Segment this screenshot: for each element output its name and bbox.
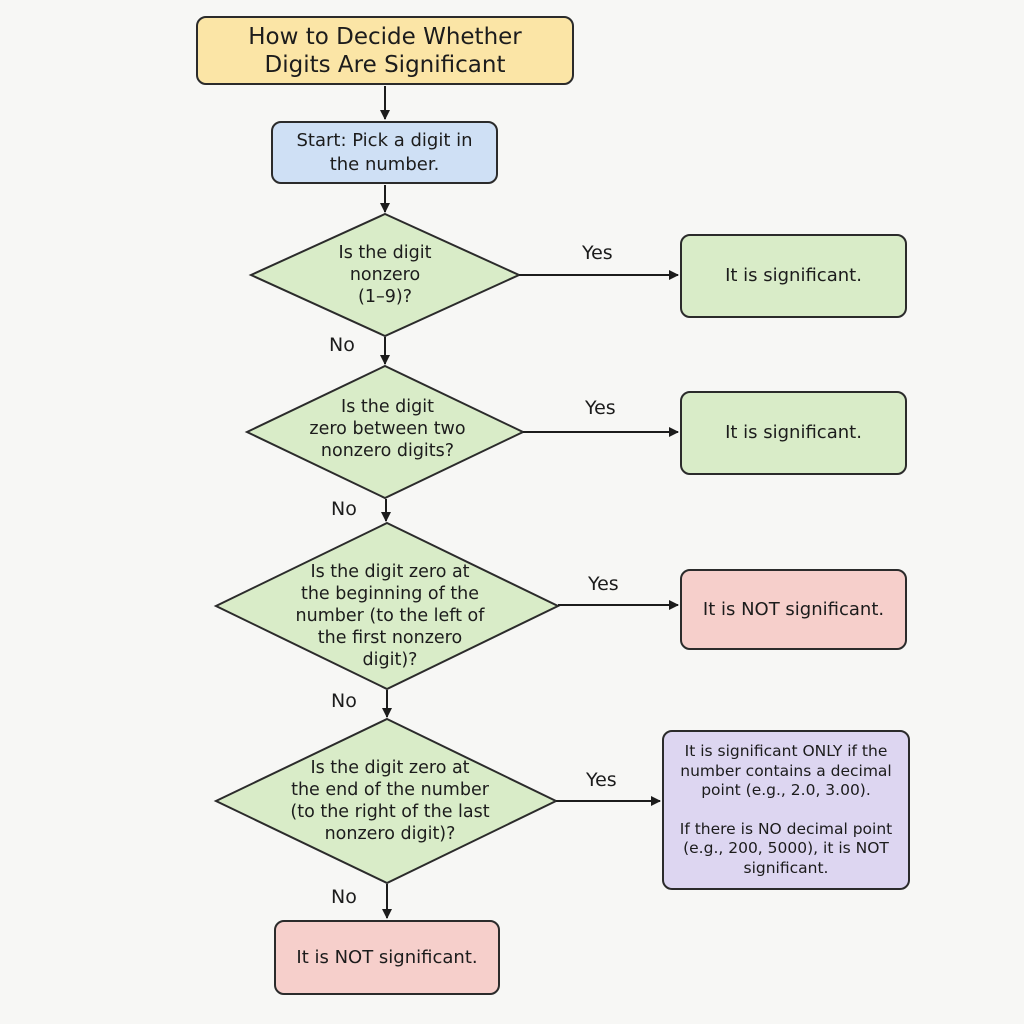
decision-1-line-2: nonzero [349,265,421,285]
title-line-2: Digits Are Significant [264,51,506,78]
trailing-rule-line-2: number contains a decimal [680,761,892,780]
decision-2-line-2: zero between two [309,419,466,439]
no-label-4: No [331,886,357,908]
start-line-2: the number. [329,153,440,175]
start-node: Start: Pick a digit in the number. [271,121,498,184]
decision-4-line-3: (to the right of the last [290,802,490,822]
decision-between-text: Is the digit zero between two nonzero di… [290,396,485,462]
decision-diamond-leading [213,521,561,691]
outcome-significant-between: It is significant. [680,391,907,475]
outcome-3-text: It is NOT significant. [702,598,885,620]
start-line-1: Start: Pick a digit in [296,129,473,151]
outcome-trailing-zero-rule: It is significant ONLY if the number con… [662,730,910,890]
decision-diamond-nonzero [248,212,522,338]
decision-1-line-1: Is the digit [338,243,432,263]
decision-2-line-3: nonzero digits? [320,441,455,461]
decision-1-line-3: (1–9)? [358,287,412,307]
outcome-2-text: It is significant. [725,422,862,443]
decision-4-line-4: nonzero digit)? [324,824,456,844]
no-label-1: No [329,334,355,356]
decision-nonzero-text: Is the digit nonzero (1–9)? [300,242,470,308]
decision-diamond-trailing [213,717,559,885]
decision-trailing-text: Is the digit zero at the end of the numb… [265,757,515,845]
decision-3-line-4: the first nonzero [317,628,463,648]
decision-3-line-3: number (to the left of [295,606,485,626]
yes-label-4: Yes [586,769,617,791]
trailing-rule-line-6: significant. [743,858,829,877]
outcome-1-text: It is significant. [725,265,862,286]
outcome-significant-nonzero: It is significant. [680,234,907,318]
decision-3-line-1: Is the digit zero at [310,562,470,582]
decision-diamond-between [244,364,526,500]
outcome-final-text: It is NOT significant. [296,946,478,968]
outcome-not-significant-final: It is NOT significant. [274,920,500,995]
trailing-rule-line-1: It is significant ONLY if the [684,742,888,760]
decision-4-line-1: Is the digit zero at [310,758,470,778]
flowchart-title: How to Decide Whether Digits Are Signifi… [196,16,574,85]
yes-label-2: Yes [585,397,616,419]
trailing-rule-line-3: point (e.g., 2.0, 3.00). [701,781,871,799]
trailing-rule-line-5: (e.g., 200, 5000), it is NOT [683,839,889,857]
no-label-3: No [331,690,357,712]
no-label-2: No [331,498,357,520]
decision-4-line-2: the end of the number [291,780,489,800]
decision-3-line-5: digit)? [362,650,418,670]
outcome-not-significant-leading: It is NOT significant. [680,569,907,650]
decision-3-line-2: the beginning of the [300,584,480,604]
trailing-rule-line-4: If there is NO decimal point [679,819,893,838]
title-line-1: How to Decide Whether [248,23,522,50]
yes-label-1: Yes [582,242,613,264]
decision-leading-text: Is the digit zero at the beginning of th… [265,561,515,671]
yes-label-3: Yes [588,573,619,595]
decision-2-line-1: Is the digit [341,397,434,417]
